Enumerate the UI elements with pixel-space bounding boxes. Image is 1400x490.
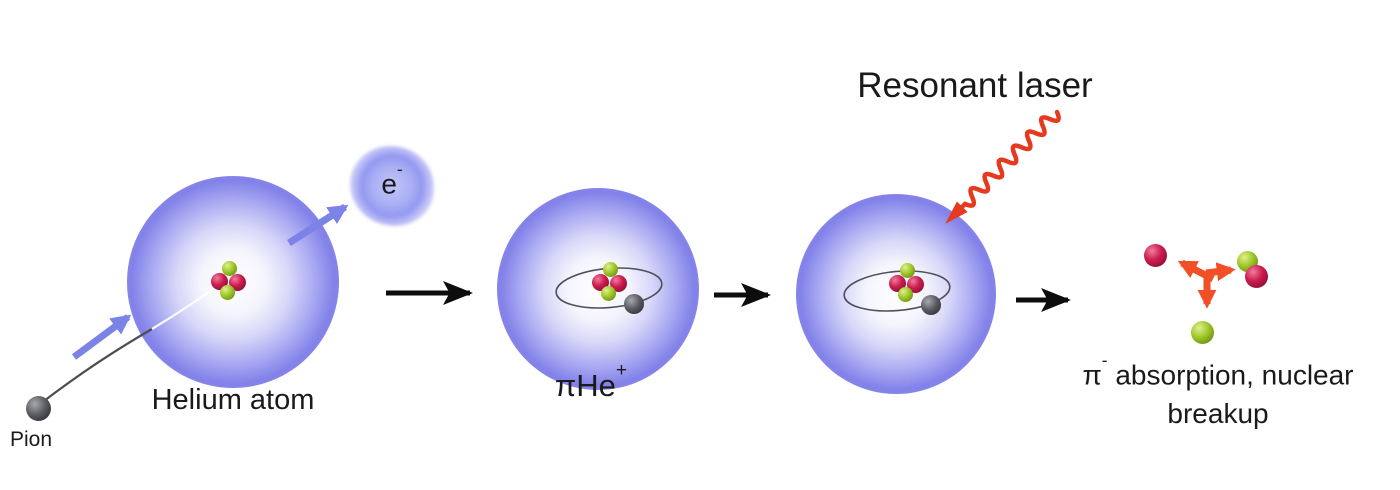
fragment-proton-sphere bbox=[1143, 243, 1167, 267]
neutron-sphere bbox=[221, 260, 237, 276]
neutron-sphere bbox=[897, 286, 913, 302]
electron-label: e- bbox=[352, 159, 432, 200]
pion-velocity-arrow bbox=[71, 314, 132, 360]
fragment-proton-sphere bbox=[1244, 264, 1268, 288]
neutron-sphere bbox=[600, 285, 616, 301]
breakup-caption-sup: - bbox=[1101, 350, 1108, 371]
pihe-label-sup: + bbox=[615, 360, 628, 382]
orbiting-pion-sphere bbox=[921, 295, 941, 315]
breakup-caption-line2: breakup bbox=[1167, 398, 1269, 430]
neutron-sphere bbox=[899, 262, 915, 278]
pion-sphere bbox=[25, 395, 51, 421]
orbiting-pion-sphere bbox=[624, 294, 644, 314]
neutron-sphere bbox=[602, 261, 618, 277]
helium-atom-label: Helium atom bbox=[151, 384, 315, 416]
breakup-caption-rest: absorption, nuclear bbox=[1107, 359, 1354, 391]
breakup-caption: π- absorption, nuclear breakup bbox=[1046, 349, 1390, 433]
laser-wave bbox=[957, 109, 1061, 212]
breakup-caption-pi: π bbox=[1082, 359, 1102, 391]
laser-photon-arrow bbox=[945, 109, 1061, 224]
breakup-arrow-right bbox=[1205, 262, 1236, 282]
electron-ejection-arrow bbox=[287, 204, 349, 246]
pihe-label-base: πHe bbox=[554, 368, 616, 403]
pihe-excited-atom-glow bbox=[796, 194, 996, 394]
breakup-caption-line1: π- absorption, nuclear bbox=[1046, 349, 1390, 394]
electron-label-sup: - bbox=[396, 159, 403, 180]
pion-label: Pion bbox=[10, 428, 53, 451]
pion-orbit-excited bbox=[843, 270, 951, 312]
neutron-sphere bbox=[219, 284, 235, 300]
resonant-laser-label: Resonant laser bbox=[857, 66, 1093, 105]
pihe-label: πHe+ bbox=[511, 360, 671, 404]
pion-trajectory-outer bbox=[43, 328, 153, 402]
ejected-electron-cloud bbox=[350, 146, 434, 226]
laser-arrowhead-icon bbox=[945, 201, 968, 224]
electron-label-base: e bbox=[381, 168, 397, 200]
fragment-neutron-sphere bbox=[1190, 320, 1214, 344]
